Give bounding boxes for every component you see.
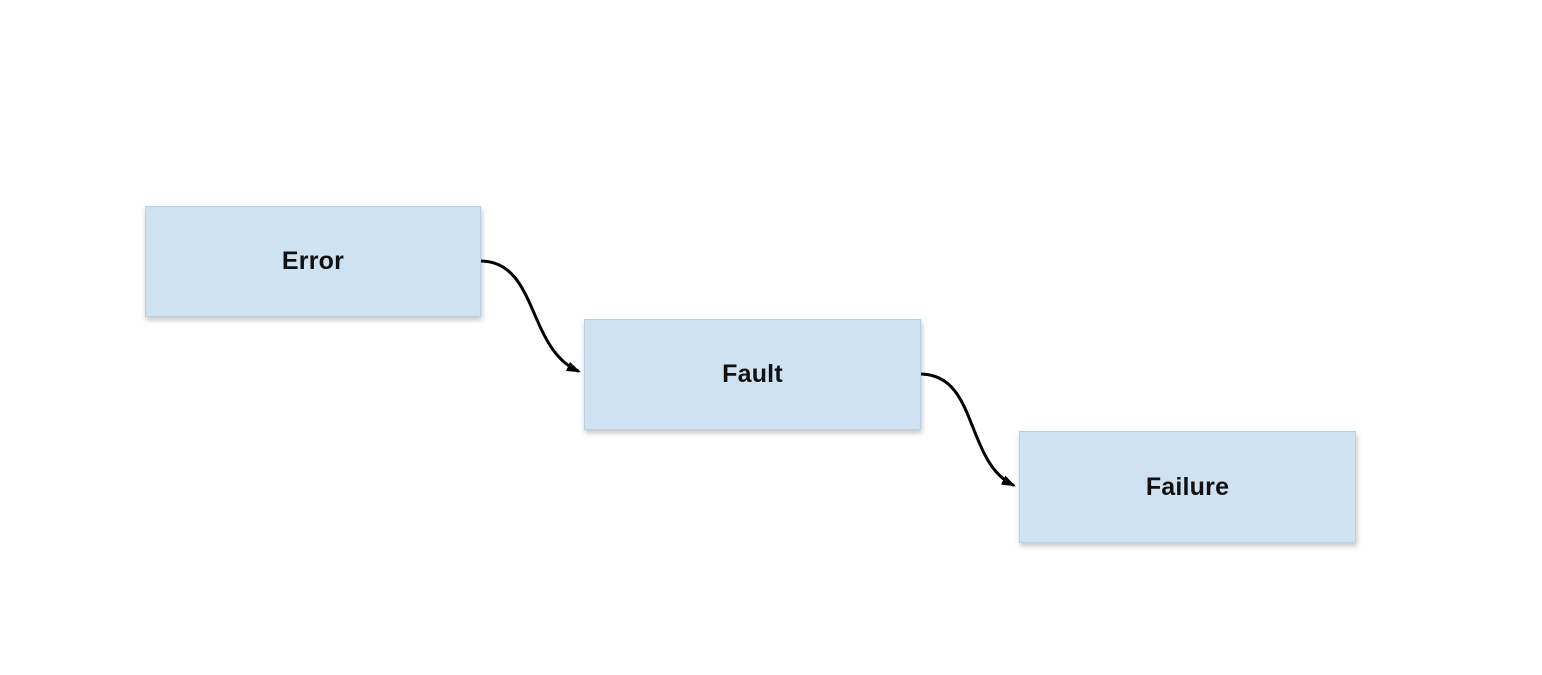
edge-fault-to-failure[interactable]	[919, 372, 1016, 487]
edge-error-to-fault[interactable]	[479, 259, 581, 373]
node-error[interactable]: Error	[145, 206, 481, 317]
node-fault[interactable]: Fault	[584, 319, 921, 430]
node-fault-label: Fault	[722, 360, 783, 388]
node-failure[interactable]: Failure	[1019, 431, 1356, 543]
node-failure-label: Failure	[1145, 472, 1230, 501]
node-error-label: Error	[281, 247, 345, 275]
